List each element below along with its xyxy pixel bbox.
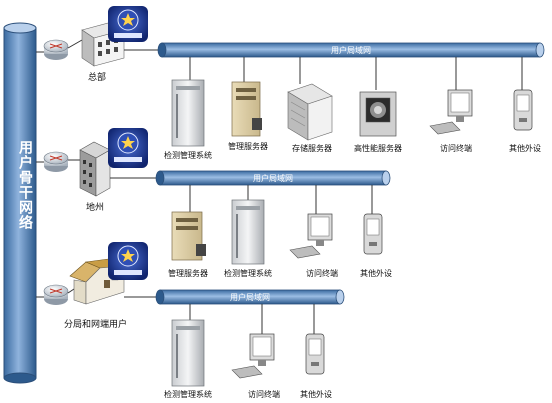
police-badge-icon: [108, 242, 148, 280]
lan-label-branch: 用户局域网: [230, 293, 270, 302]
device-label: 检测管理系统: [164, 151, 212, 160]
access-terminal-icon: [289, 213, 333, 259]
device-label: 管理服务器: [228, 142, 268, 151]
server-cabinet-icon: [171, 79, 205, 147]
site-label-branch: 分局和网端用户: [64, 320, 128, 330]
device-label: 其他外设: [360, 269, 392, 278]
device-label: 管理服务器: [168, 269, 208, 278]
high-performance-server-icon: [359, 91, 397, 137]
device-label: 其他外设: [300, 390, 332, 399]
access-terminal-icon: [231, 333, 275, 379]
peripheral-device-icon: [305, 333, 325, 375]
device-label: 访问终端: [248, 390, 280, 399]
device-label: 检测管理系统: [164, 390, 212, 399]
server-cabinet-icon: [231, 199, 265, 265]
device-label: 高性能服务器: [354, 144, 402, 153]
lan-pipe-prefecture: [155, 170, 391, 186]
router-icon: [43, 39, 69, 60]
lan-pipe-hq: [157, 42, 545, 58]
router-icon: [43, 151, 69, 172]
prefecture-building-icon: [79, 141, 111, 197]
peripheral-device-icon: [363, 213, 383, 255]
device-label: 存储服务器: [292, 144, 332, 153]
storage-server-icon: [287, 83, 333, 141]
police-badge-icon: [108, 128, 148, 168]
lan-label-hq: 用户局域网: [331, 46, 371, 55]
management-server-icon: [231, 81, 262, 137]
site-label-prefecture: 地州: [86, 203, 105, 213]
backbone-label: 用户骨干网络: [17, 140, 33, 230]
device-label: 访问终端: [440, 144, 472, 153]
device-label: 访问终端: [306, 269, 338, 278]
management-server-icon: [171, 211, 206, 261]
server-cabinet-icon: [171, 319, 205, 387]
site-label-hq: 总部: [88, 73, 107, 83]
router-icon: [43, 284, 69, 305]
access-terminal-icon: [429, 89, 473, 135]
backbone-pipe: [3, 22, 37, 384]
police-badge-icon: [108, 6, 148, 42]
lan-pipe-branch: [155, 289, 345, 305]
peripheral-device-icon: [513, 89, 533, 131]
device-label: 其他外设: [509, 144, 541, 153]
device-label: 检测管理系统: [224, 269, 272, 278]
lan-label-prefecture: 用户局域网: [253, 174, 293, 183]
